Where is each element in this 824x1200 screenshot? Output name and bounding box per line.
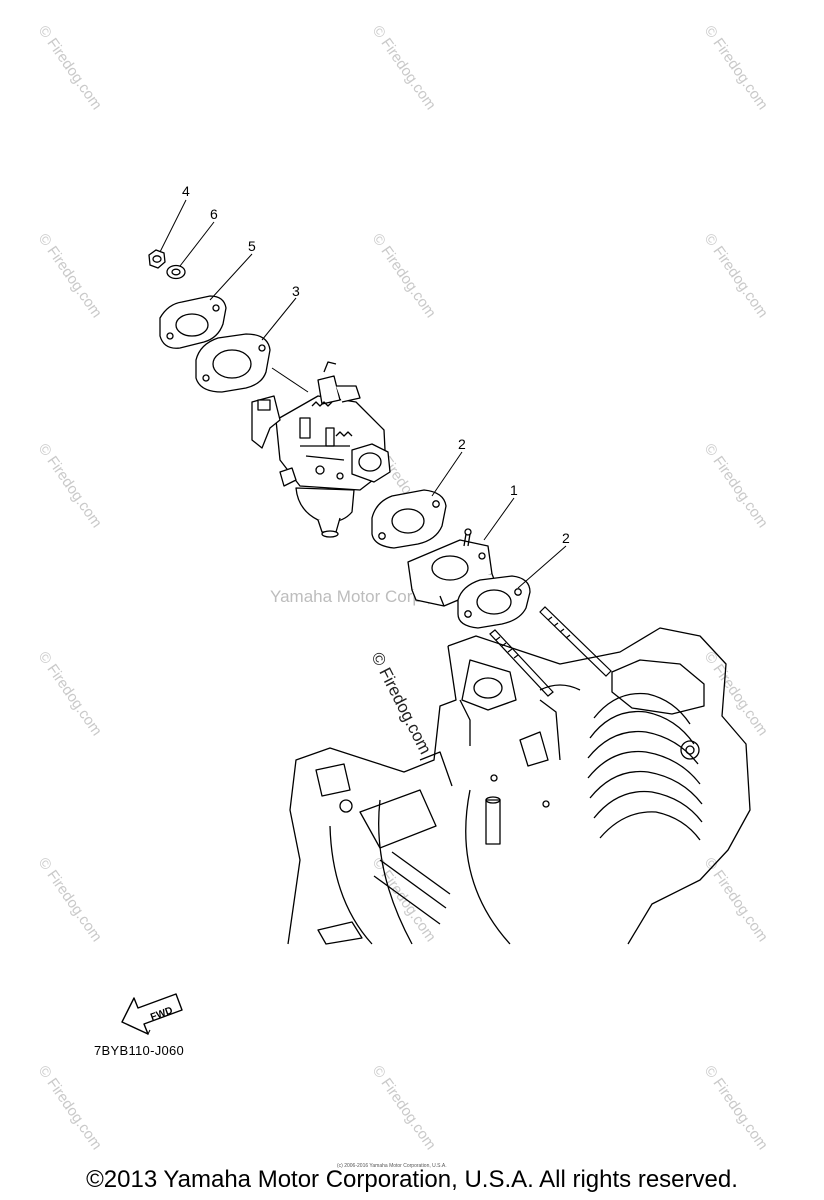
fwd-arrow-icon: FWD bbox=[121, 993, 183, 1036]
watermark: © Firedog.com bbox=[701, 649, 771, 740]
watermark: © Firedog.com bbox=[35, 23, 105, 114]
callout-2-upper: 2 bbox=[458, 436, 466, 452]
watermark: © Firedog.com bbox=[35, 1063, 105, 1154]
callout-labels: 4 6 5 3 2 1 2 bbox=[182, 183, 570, 546]
insulator-part-1 bbox=[407, 528, 497, 607]
watermark: © Firedog.com bbox=[35, 855, 105, 946]
watermark: © Firedog.com bbox=[701, 441, 771, 532]
callout-5: 4 bbox=[182, 183, 190, 199]
callout-2-lower: 2 bbox=[562, 530, 570, 546]
callout-6: 6 bbox=[210, 206, 218, 222]
carburetor-assembly bbox=[251, 361, 391, 538]
callout-4: 5 bbox=[248, 238, 256, 254]
watermark: © Firedog.com bbox=[35, 649, 105, 740]
watermark: © Firedog.com bbox=[35, 231, 105, 322]
engine-block bbox=[287, 627, 751, 945]
callout-leaders bbox=[159, 199, 567, 589]
watermark: © Firedog.com bbox=[369, 855, 439, 946]
watermark: © Firedog.com bbox=[369, 231, 439, 322]
gasket-part-3 bbox=[195, 333, 271, 393]
tiny-copyright: (c) 2006-2016 Yamaha Motor Corporation, … bbox=[337, 1163, 447, 1169]
gasket-part-2-lower bbox=[457, 575, 531, 629]
watermark: © Firedog.com bbox=[701, 231, 771, 322]
firedog-watermark: © Firedog.com bbox=[367, 649, 435, 757]
gasket-part-2-upper bbox=[371, 489, 447, 549]
washer-part-6 bbox=[166, 264, 186, 280]
watermark: © Firedog.com bbox=[369, 23, 439, 114]
gasket-part-4 bbox=[159, 295, 227, 349]
callout-3: 3 bbox=[292, 283, 300, 299]
nut-part-5 bbox=[148, 249, 166, 269]
watermark: © Firedog.com bbox=[701, 23, 771, 114]
watermark: © Firedog.com bbox=[701, 1063, 771, 1154]
watermark: © Firedog.com bbox=[35, 441, 105, 532]
watermark: © Firedog.com bbox=[369, 1063, 439, 1154]
copyright-footer: ©2013 Yamaha Motor Corporation, U.S.A. A… bbox=[86, 1166, 738, 1193]
diagram-code: 7BYB110-J060 bbox=[94, 1043, 185, 1058]
alignment-line bbox=[271, 367, 309, 393]
callout-1: 1 bbox=[510, 482, 518, 498]
